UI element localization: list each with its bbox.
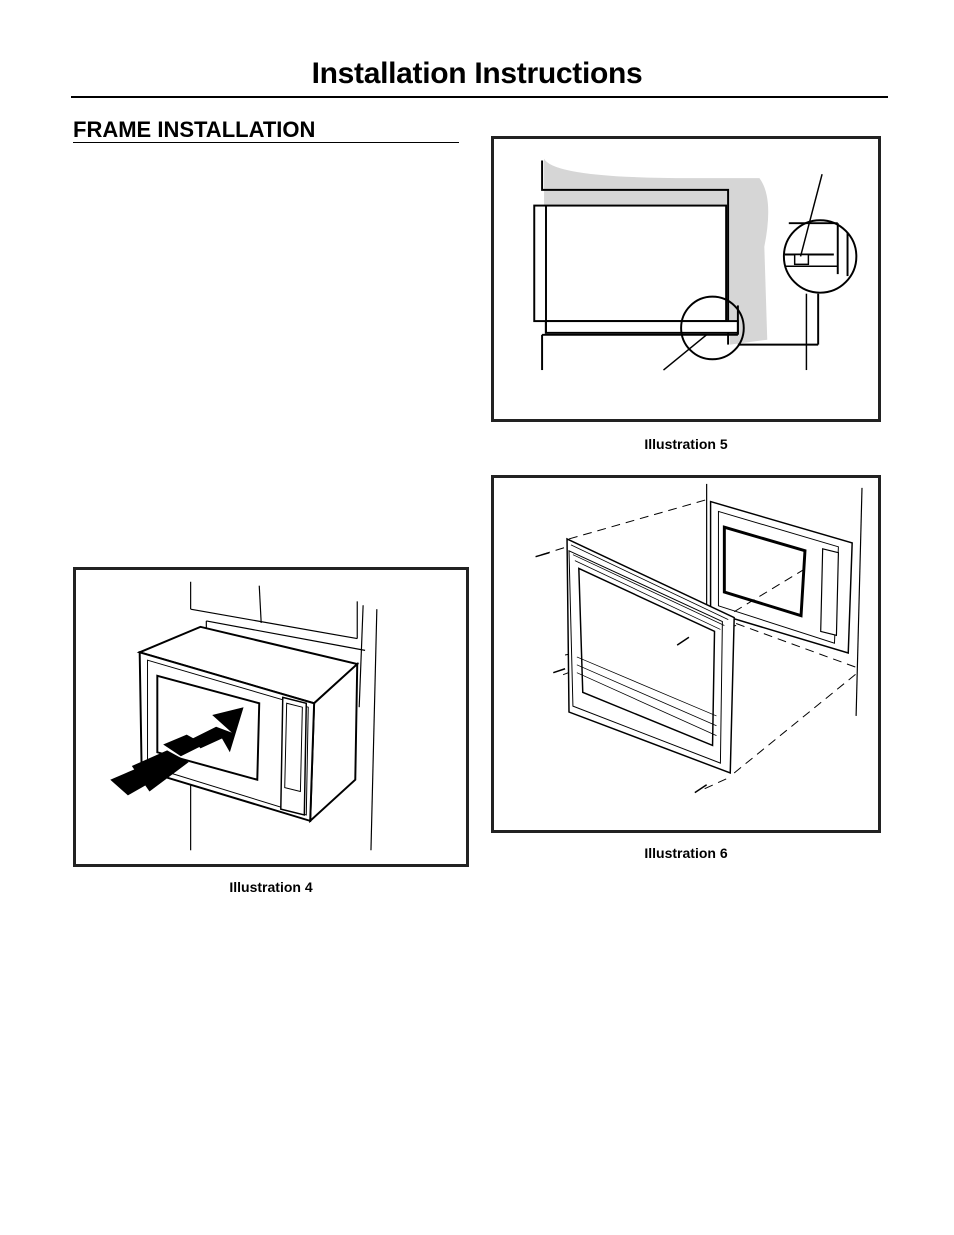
page-title: Installation Instructions xyxy=(311,57,643,90)
section-heading: FRAME INSTALLATION xyxy=(73,117,316,142)
illustration-4-caption: Illustration 4 xyxy=(229,879,313,895)
illustration-5-caption: Illustration 5 xyxy=(644,436,728,452)
illustration-4-drawing xyxy=(110,581,378,851)
illustration-6-frame xyxy=(491,475,881,833)
section-divider xyxy=(73,142,459,143)
illustration-6-caption: Illustration 6 xyxy=(644,845,728,861)
illustration-5-frame xyxy=(491,136,881,422)
title-divider xyxy=(71,96,888,98)
illustration-4-frame xyxy=(73,567,469,867)
illustration-5-drawing xyxy=(533,158,858,371)
illustration-6-drawing xyxy=(535,483,863,794)
